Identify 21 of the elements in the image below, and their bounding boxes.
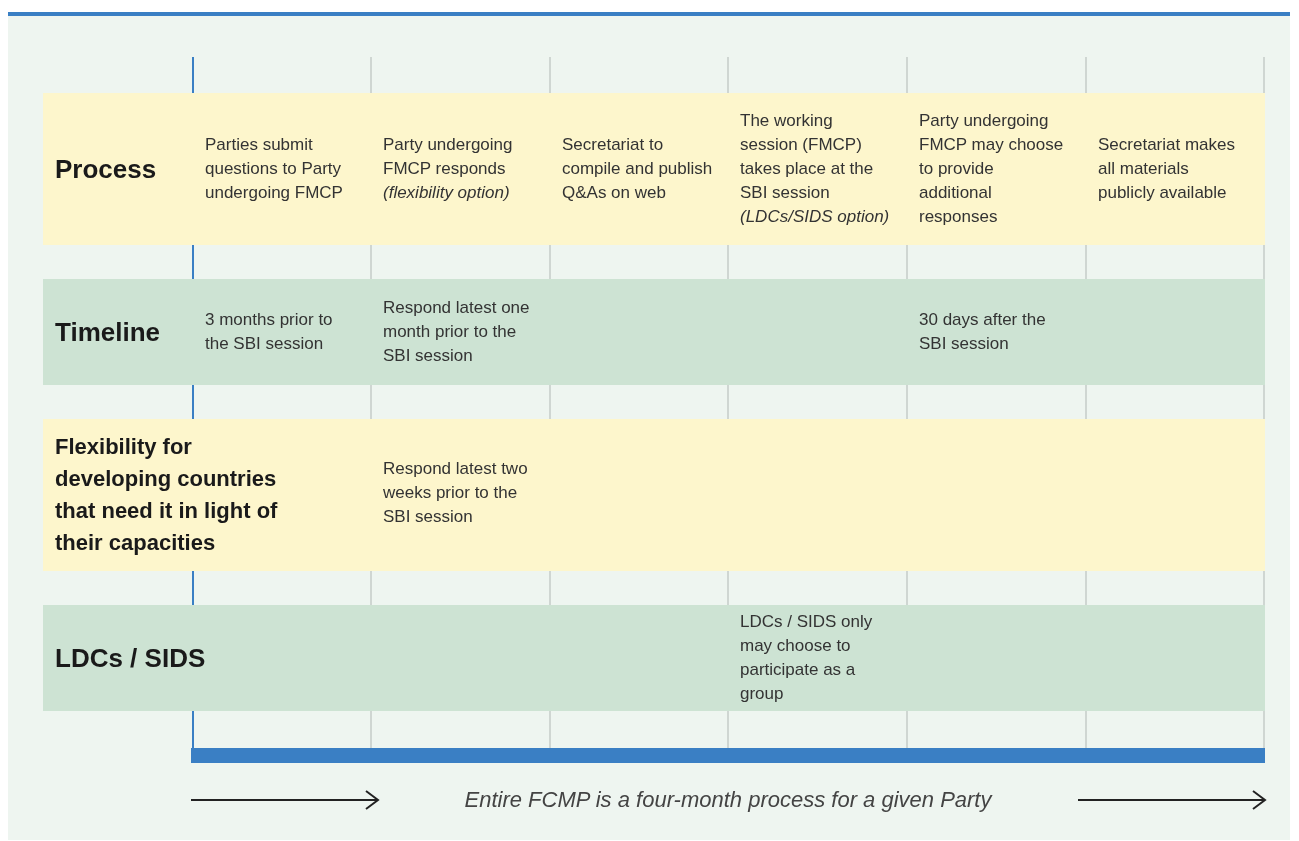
cell-text: Party undergoing FMCP responds (flexibility option): [383, 134, 514, 204]
cell-text: Respond latest one month prior to the SBI session: [383, 297, 531, 367]
row-heading: Timeline: [55, 316, 160, 348]
note-text: Entire FCMP is a four-month process for a given Party: [463, 786, 994, 814]
row-heading: Process: [55, 153, 157, 185]
cell-text: Parties submit questions to Party undergoing FMCP: [205, 134, 344, 204]
row-band: [43, 279, 1265, 385]
row-heading: Flexibility for developing countries that need it in light of their capacities: [55, 433, 279, 557]
timeline-bar: [191, 748, 1265, 763]
cell-text: 3 months prior to the SBI session: [205, 309, 334, 355]
cell-text: Respond latest two weeks prior to the SBI session: [383, 458, 529, 528]
cell-text: LDCs / SIDS only may choose to participate as a group: [740, 611, 874, 705]
row-heading: LDCs / SIDS: [55, 642, 206, 674]
cell-text: 30 days after the SBI session: [919, 309, 1047, 355]
cell-text: Party undergoing FMCP may choose to provide additional responses: [919, 110, 1065, 228]
cell-text: Secretariat to compile and publish Q&As on web: [562, 134, 714, 204]
row-band: [43, 605, 1265, 711]
cell-text: Secretariat makes all materials publicly available: [1098, 134, 1236, 204]
cell-text: The working session (FMCP) takes place at the SBI session (LDCs/SIDS option): [740, 110, 891, 228]
row-band: [43, 93, 1265, 245]
row-band: [43, 419, 1265, 571]
